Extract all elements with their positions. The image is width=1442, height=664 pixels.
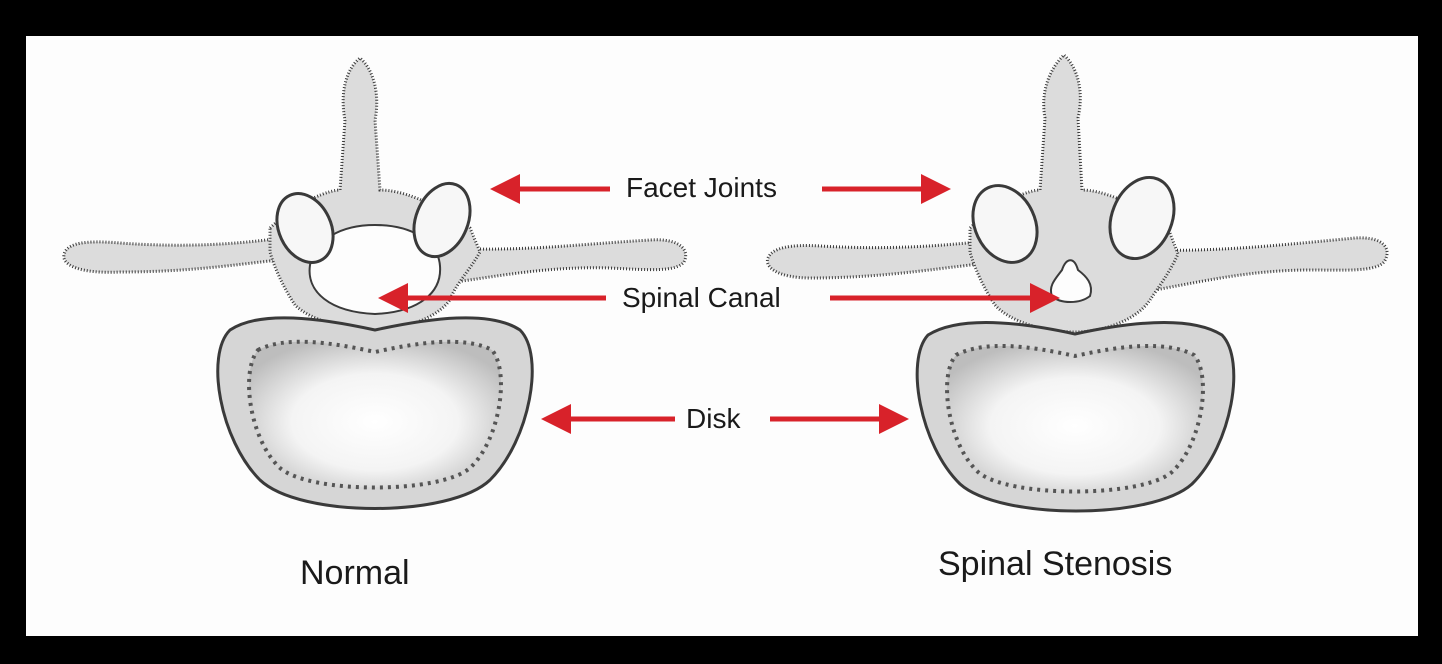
disk-label: Disk	[686, 405, 740, 433]
normal-vertebra	[64, 58, 686, 509]
normal-caption: Normal	[300, 556, 410, 590]
spinal-stenosis-caption: Spinal Stenosis	[938, 547, 1172, 581]
stenosis-disk-inner	[947, 346, 1203, 492]
left-transverse-process	[64, 236, 300, 272]
stenosis-vertebra	[767, 55, 1387, 511]
right-transverse-process	[450, 240, 686, 282]
stenosis-left-transverse-process	[767, 240, 1000, 278]
spinal-canal-label: Spinal Canal	[622, 284, 781, 312]
stenosis-right-transverse-process	[1150, 238, 1387, 290]
normal-disk-inner	[249, 342, 501, 488]
facet-joints-label: Facet Joints	[626, 174, 777, 202]
